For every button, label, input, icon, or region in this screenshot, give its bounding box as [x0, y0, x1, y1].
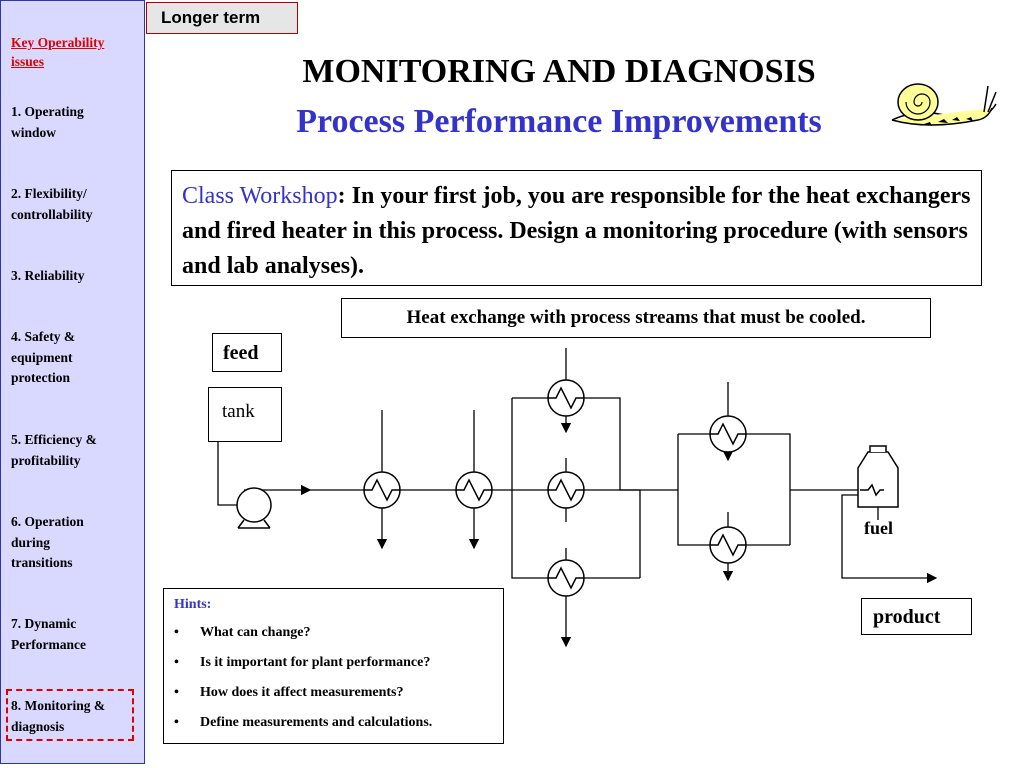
- sidebar-active-highlight: [6, 689, 134, 741]
- workshop-label: Class Workshop: [182, 183, 338, 209]
- list-item: What can change?: [174, 625, 493, 641]
- snail-icon: [891, 83, 997, 126]
- list-item: Is it important for plant performance?: [174, 655, 493, 671]
- workshop-text: : In your first job, you are responsible…: [182, 183, 971, 279]
- heat-exchanger-icon: [709, 526, 747, 564]
- workshop-box: Class Workshop: In your first job, you a…: [171, 170, 982, 286]
- page-title: MONITORING AND DIAGNOSIS: [302, 53, 816, 90]
- hints-list: What can change? Is it important for pla…: [174, 625, 493, 731]
- sidebar: Key Operability issues 1. Operating wind…: [0, 0, 145, 764]
- sidebar-item-safety[interactable]: 4. Safety & equipment protection: [11, 329, 76, 385]
- list-item: Define measurements and calculations.: [174, 715, 493, 731]
- longer-term-tag: Longer term: [146, 2, 298, 34]
- fired-heater-icon: [857, 445, 899, 508]
- sidebar-item-flexibility[interactable]: 2. Flexibility/ controllability: [11, 186, 93, 222]
- sidebar-item-reliability[interactable]: 3. Reliability: [11, 268, 85, 283]
- heat-exchanger-icon: [547, 559, 585, 597]
- feed-label: feed: [212, 333, 282, 372]
- sidebar-item-efficiency[interactable]: 5. Efficiency & profitability: [11, 432, 97, 468]
- sidebar-item-transitions[interactable]: 6. Operation during transitions: [11, 514, 84, 570]
- pump-icon: [236, 487, 272, 529]
- list-item: How does it affect measurements?: [174, 685, 493, 701]
- heat-exchanger-icon: [455, 471, 493, 509]
- heat-exchanger-icon: [547, 379, 585, 417]
- page-subtitle: Process Performance Improvements: [296, 103, 822, 140]
- fuel-label: fuel: [864, 518, 893, 538]
- sidebar-item-dynamic[interactable]: 7. Dynamic Performance: [11, 616, 86, 652]
- tank-label: tank: [208, 387, 282, 442]
- heat-exchanger-icon: [709, 415, 747, 453]
- heat-exchanger-icon: [363, 471, 401, 509]
- sidebar-item-operating-window[interactable]: 1. Operating window: [11, 104, 84, 140]
- sidebar-heading: Key Operability issues: [11, 35, 105, 69]
- hints-box: Hints: What can change? Is it important …: [163, 588, 504, 744]
- heat-exchange-note: Heat exchange with process streams that …: [341, 298, 931, 338]
- hints-title: Hints:: [174, 597, 212, 612]
- sidebar-item-monitoring[interactable]: 8. Monitoring & diagnosis: [11, 698, 106, 734]
- product-label: product: [861, 598, 972, 635]
- heat-exchanger-icon: [547, 471, 585, 509]
